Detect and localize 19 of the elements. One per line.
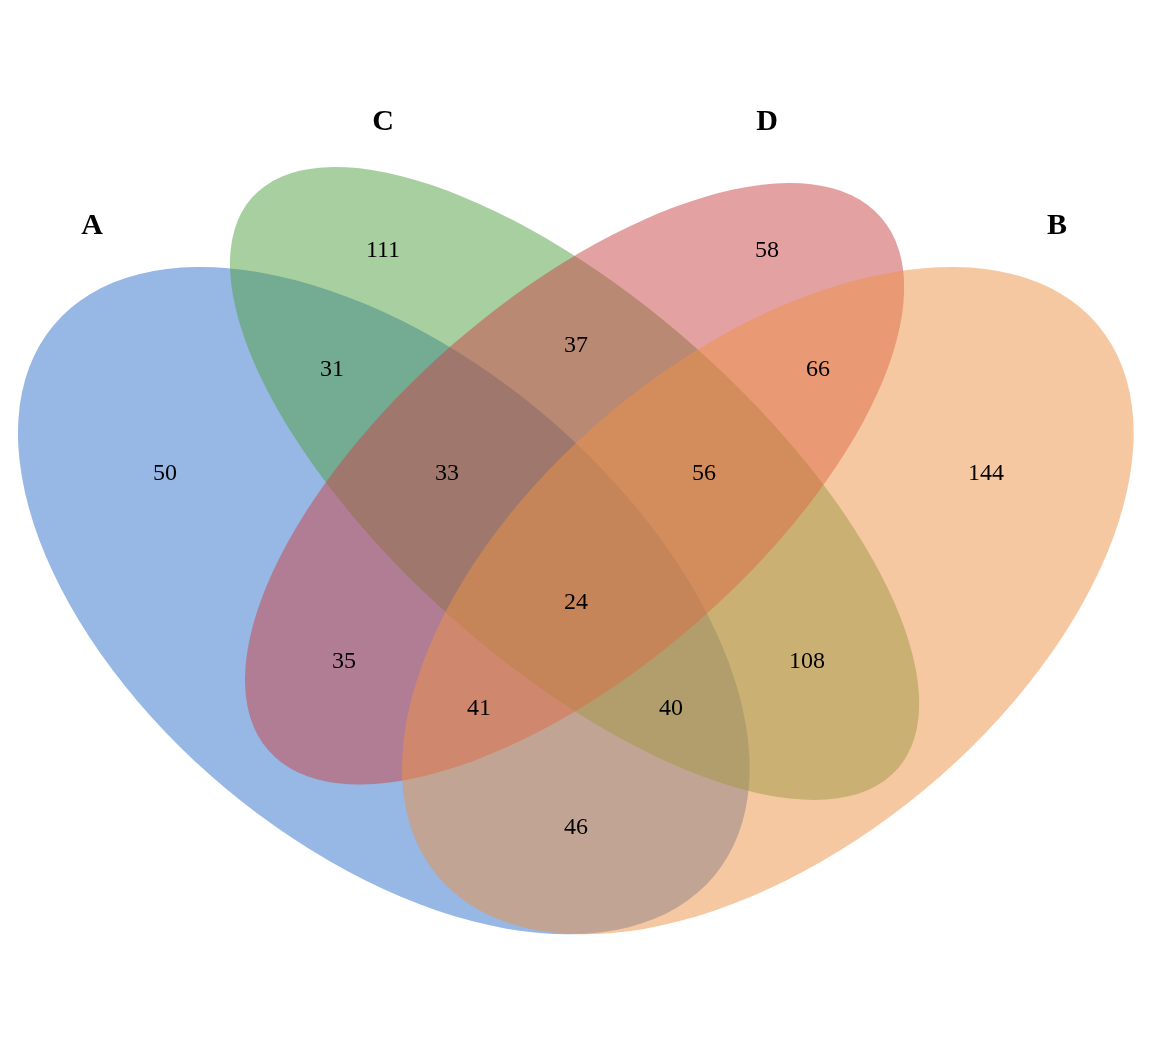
region-count: 46 [564,812,588,840]
region-count: 111 [365,235,401,263]
set-label: A [81,207,103,241]
region-count: 24 [564,587,588,615]
region-count: 108 [789,646,825,674]
region-count: 50 [153,458,177,486]
set-label: B [1047,207,1067,241]
region-count: 41 [467,693,491,721]
region-count: 58 [755,235,779,263]
region-count: 144 [968,458,1004,486]
region-count: 35 [332,646,356,674]
region-count: 33 [435,458,459,486]
region-count: 37 [564,330,588,358]
region-count: 31 [320,354,344,382]
set-label: C [372,103,394,137]
region-count: 40 [659,693,683,721]
region-count: 56 [692,458,716,486]
region-count: 66 [806,354,830,382]
set-label: D [756,103,778,137]
